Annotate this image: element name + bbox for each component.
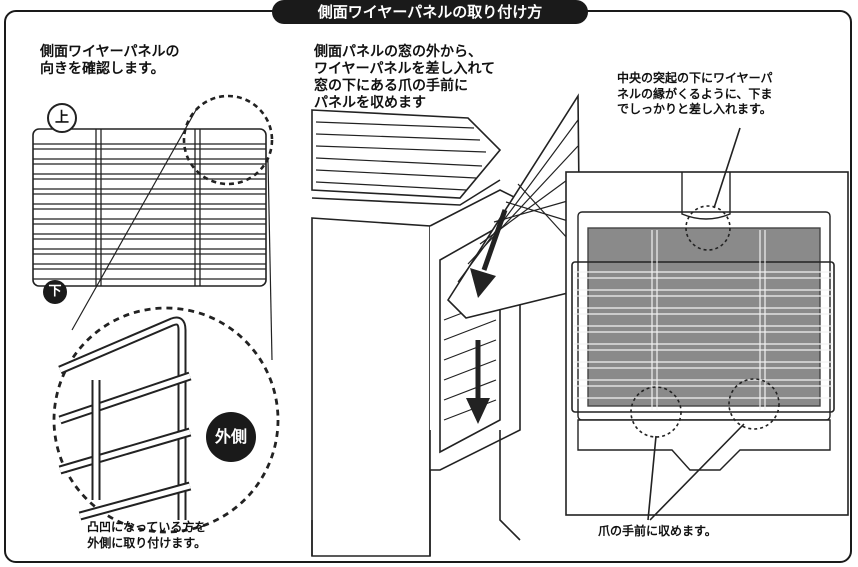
step2-caption: 側面パネルの窓の外から、 ワイヤーパネルを差し入れて 窓の下にある爪の手前に パ… [314,44,496,111]
label-top: 上 [47,103,77,133]
page-title: 側面ワイヤーパネルの取り付け方 [272,0,588,24]
leader-lines [647,127,745,521]
highlight-center-tab [685,205,731,251]
wire-panel-flat [32,128,267,287]
insert-arrows [466,209,508,424]
highlight-left-claw [630,386,682,438]
highlight-right-claw [728,378,780,430]
panel-back-view [571,172,835,471]
step1-caption: 側面ワイヤーパネルの 向きを確認します。 [40,44,180,77]
step3-bottom-note: 爪の手前に収めます。 [598,524,717,538]
zoom-circle-large [52,306,280,534]
step1-note: 凸凹になっている方を 外側に取り付けます。 [87,520,207,550]
label-outer: 外側 [206,412,256,462]
wire-closeup [58,316,192,521]
label-bottom: 下 [43,280,67,304]
cage-illustration [311,93,581,557]
step3-caption: 中央の突起の下にワイヤーパ ネルの縁がくるように、下ま でしっかりと差し入れます… [617,71,773,116]
zoom-circle-small [182,94,274,186]
